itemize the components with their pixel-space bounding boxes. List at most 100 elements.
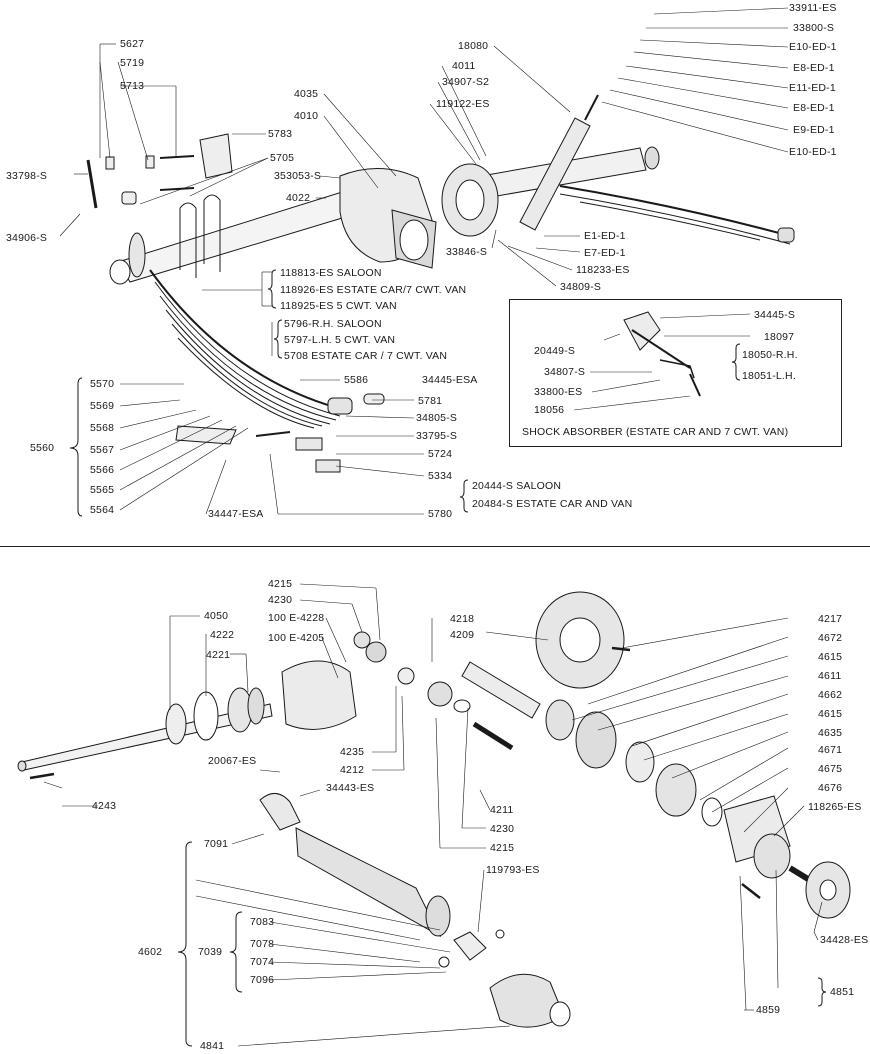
part-label: 34805-S [416, 412, 458, 424]
braces-bottom [177, 841, 827, 1047]
part-label: 5566 [90, 464, 115, 476]
part-label: E7-ED-1 [584, 247, 626, 259]
part-label: 18097 [764, 331, 795, 343]
part-label: 18051-L.H. [742, 370, 796, 382]
part-label: 4235 [340, 746, 365, 758]
part-label: 5567 [90, 444, 115, 456]
part-label: 34809-S [560, 281, 602, 293]
part-label: 33798-S [6, 170, 48, 182]
part-label: 4859 [756, 1004, 781, 1016]
part-label: 7096 [250, 974, 275, 986]
spring-variant-label: 5797-L.H. 5 CWT. VAN [284, 334, 396, 346]
part-label: 4851 [830, 986, 855, 998]
part-label: 5569 [90, 400, 115, 412]
part-label: 5560 [30, 442, 55, 454]
part-label: 5586 [344, 374, 369, 386]
part-label: 4635 [818, 727, 843, 739]
part-label: 4221 [206, 649, 231, 661]
part-label: 34807-S [544, 366, 586, 378]
part-label: 7083 [250, 916, 275, 928]
part-label: 33846-S [446, 246, 488, 258]
part-label: 4675 [818, 763, 843, 775]
part-label: 4230 [490, 823, 515, 835]
part-label: 4671 [818, 744, 843, 756]
part-label: 18080 [458, 40, 489, 52]
part-label: E11-ED-1 [789, 82, 836, 94]
part-label: 4215 [490, 842, 515, 854]
part-label: 5334 [428, 470, 453, 482]
part-label: E8-ED-1 [793, 102, 835, 114]
rear-axle-drawing [86, 94, 795, 473]
part-label: E1-ED-1 [584, 230, 626, 242]
part-label: 4615 [818, 651, 843, 663]
part-label: 5627 [120, 38, 145, 50]
differential-drawing [17, 591, 851, 1028]
part-label: 34906-S [6, 232, 48, 244]
spring-variant-label: 5796-R.H. SALOON [284, 318, 382, 330]
part-label: 20067-ES [208, 755, 257, 767]
part-label: 4672 [818, 632, 843, 644]
part-label: 18056 [534, 404, 565, 416]
part-label: 7078 [250, 938, 275, 950]
part-label: 5568 [90, 422, 115, 434]
part-label: 4217 [818, 613, 843, 625]
axle-variant-label: 118926-ES ESTATE CAR/7 CWT. VAN [280, 284, 467, 296]
part-label: 118265-ES [808, 801, 862, 813]
part-label: 33795-S [416, 430, 458, 442]
part-label: 4676 [818, 782, 843, 794]
part-label: 33911-ES [789, 2, 837, 14]
spring-variant-label: 5708 ESTATE CAR / 7 CWT. VAN [284, 350, 448, 362]
part-label: 4615 [818, 708, 843, 720]
inset-caption: SHOCK ABSORBER (ESTATE CAR AND 7 CWT. VA… [522, 426, 789, 438]
part-label: 4611 [818, 670, 842, 682]
part-label: 5781 [418, 395, 443, 407]
part-label: 4841 [200, 1040, 225, 1052]
part-label: 34428-ES [820, 934, 869, 946]
axle-variant-label: 118813-ES SALOON [280, 267, 382, 279]
part-label: E10-ED-1 [789, 41, 837, 53]
part-label: 7091 [204, 838, 229, 850]
part-label: E8-ED-1 [793, 62, 835, 74]
part-label: 5570 [90, 378, 115, 390]
part-label: 34443-ES [326, 782, 375, 794]
part-label: 7039 [198, 946, 223, 958]
part-label: 34907-S2 [442, 76, 490, 88]
axle-variant-label: 118925-ES 5 CWT. VAN [280, 300, 397, 312]
part-label: 34445-ESA [422, 374, 478, 386]
part-label: 4209 [450, 629, 475, 641]
part-label: 4212 [340, 764, 365, 776]
part-label: 5564 [90, 504, 115, 516]
part-label: 4243 [92, 800, 117, 812]
part-label: E10-ED-1 [789, 146, 837, 158]
leader-lines-top [59, 7, 789, 515]
part-label: 34445-S [754, 309, 796, 321]
part-label: 5783 [268, 128, 293, 140]
part-label: E9-ED-1 [793, 124, 835, 136]
part-label: 7074 [250, 956, 275, 968]
part-label: 4010 [294, 110, 319, 122]
part-label: 5565 [90, 484, 115, 496]
braces-top [69, 269, 469, 517]
section-divider [0, 546, 870, 547]
leader-lines-bottom [43, 583, 823, 1047]
part-label: 4011 [452, 60, 476, 72]
part-label: 4222 [210, 629, 235, 641]
part-label: 4035 [294, 88, 319, 100]
part-label: 118233-ES [576, 264, 630, 276]
part-label: 33800-ES [534, 386, 583, 398]
part-label: 4022 [286, 192, 311, 204]
part-label: 4050 [204, 610, 229, 622]
part-label: 4215 [268, 578, 293, 590]
part-label: 119122-ES [436, 98, 490, 110]
part-label: 4218 [450, 613, 475, 625]
part-label: 4230 [268, 594, 293, 606]
part-label: 33800-S [793, 22, 835, 34]
part-label: 4211 [490, 804, 514, 816]
part-label: 34447-ESA [208, 508, 264, 520]
part-label: 4602 [138, 946, 163, 958]
part-label: 5724 [428, 448, 453, 460]
part-label: 20449-S [534, 345, 576, 357]
part-label: 5705 [270, 152, 295, 164]
